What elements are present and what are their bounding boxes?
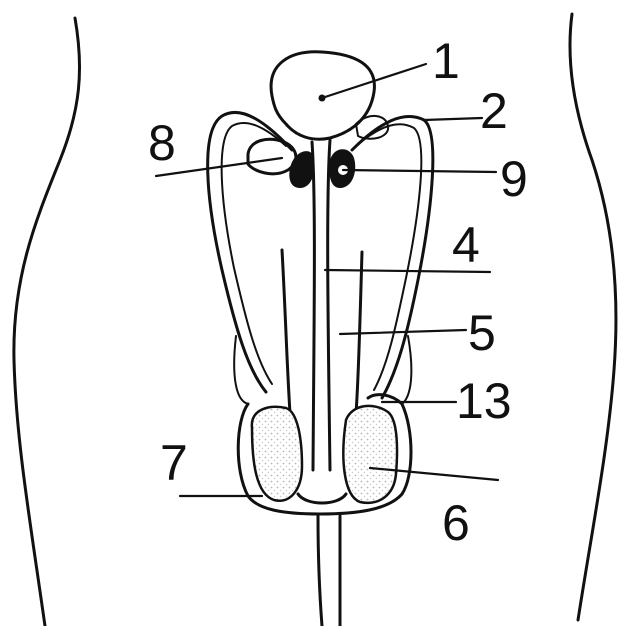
label-6: 6 [442,495,470,551]
label-8: 8 [148,115,176,171]
label-7: 7 [160,435,188,491]
testis-left [252,407,302,501]
tube-left-outer [208,112,292,392]
label-1: 1 [432,33,460,89]
leader-9 [343,170,496,172]
label-4: 4 [452,217,480,273]
central-stem-right [328,140,330,470]
lower-join [298,494,346,503]
gland-left [289,151,314,188]
label-13: 13 [456,373,512,429]
body-outline-left [14,18,80,626]
testis-right [343,406,397,503]
central-stem [312,142,314,470]
lower-sac-left-wall [234,336,248,404]
leader-2 [424,118,482,120]
organ-8 [248,139,296,173]
label-2: 2 [480,83,508,139]
label-5: 5 [468,305,496,361]
tube-right-inner [356,124,421,390]
label-9: 9 [500,151,528,207]
body-outline-right [570,14,616,620]
lower-stem-left [318,516,322,626]
